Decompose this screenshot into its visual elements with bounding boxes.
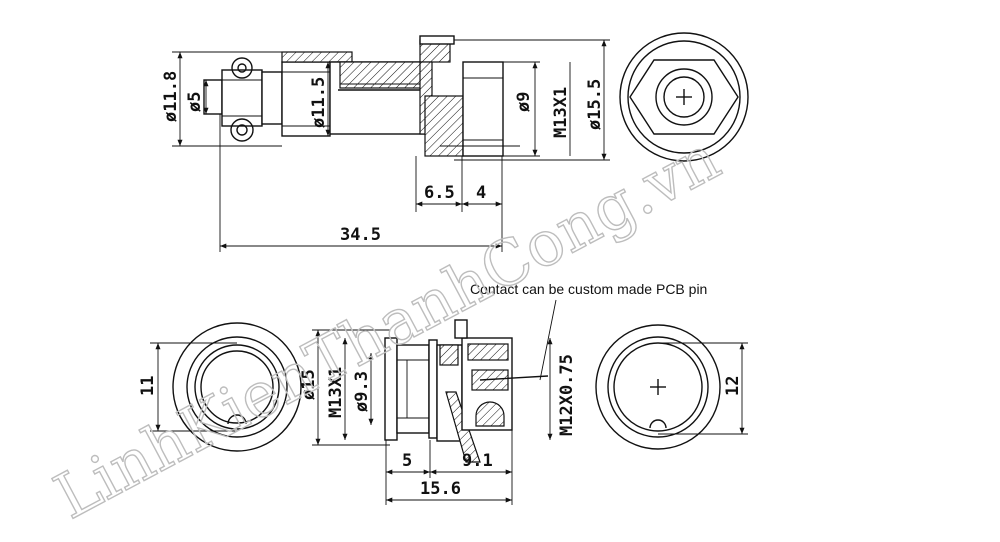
dim-thread-m13x1: M13X1: [326, 367, 346, 418]
pcb-pin-note: Contact can be custom made PCB pin: [470, 281, 707, 297]
dim-dia-15: ø15: [299, 369, 319, 400]
dim-len-5: 5: [402, 451, 412, 471]
top-dimension-labels: ø11.8 ø5 ø11.5 ø9 M13X1 ø15.5 6.5 4 34.5: [161, 71, 605, 245]
bottom-right-end-view: 12: [595, 324, 748, 450]
dim-dia-5: ø5: [185, 92, 205, 112]
dim-thread-m13: M13X1: [551, 87, 571, 138]
bottom-left-end-view: 11: [138, 322, 302, 452]
watermark: LinhKienThanhCong.vn: [43, 121, 731, 533]
bottom-side-dimensions: ø15 M13X1 ø9.3 M12X0.75 5 9.1 15.6 Conta…: [299, 281, 707, 505]
dim-len-6-5: 6.5: [424, 183, 455, 203]
dim-dia-9: ø9: [514, 92, 534, 112]
dim-len-9-1: 9.1: [462, 451, 493, 471]
dim-dia-11-5: ø11.5: [309, 77, 329, 128]
dim-dia-11-8: ø11.8: [161, 71, 181, 122]
dim-dia-15-5: ø15.5: [585, 79, 605, 130]
dim-thread-m12: M12X0.75: [557, 354, 577, 436]
dim-len-34-5: 34.5: [340, 225, 381, 245]
bottom-side-view: [384, 319, 549, 463]
dim-dia-9-3: ø9.3: [352, 371, 372, 412]
dim-h-12: 12: [723, 376, 743, 396]
dim-len-4: 4: [476, 183, 486, 203]
top-end-view: [619, 32, 749, 162]
top-side-view: [203, 35, 520, 157]
dim-h-11: 11: [138, 376, 158, 396]
dim-len-15-6: 15.6: [420, 479, 461, 499]
top-dimensions: [172, 39, 610, 252]
